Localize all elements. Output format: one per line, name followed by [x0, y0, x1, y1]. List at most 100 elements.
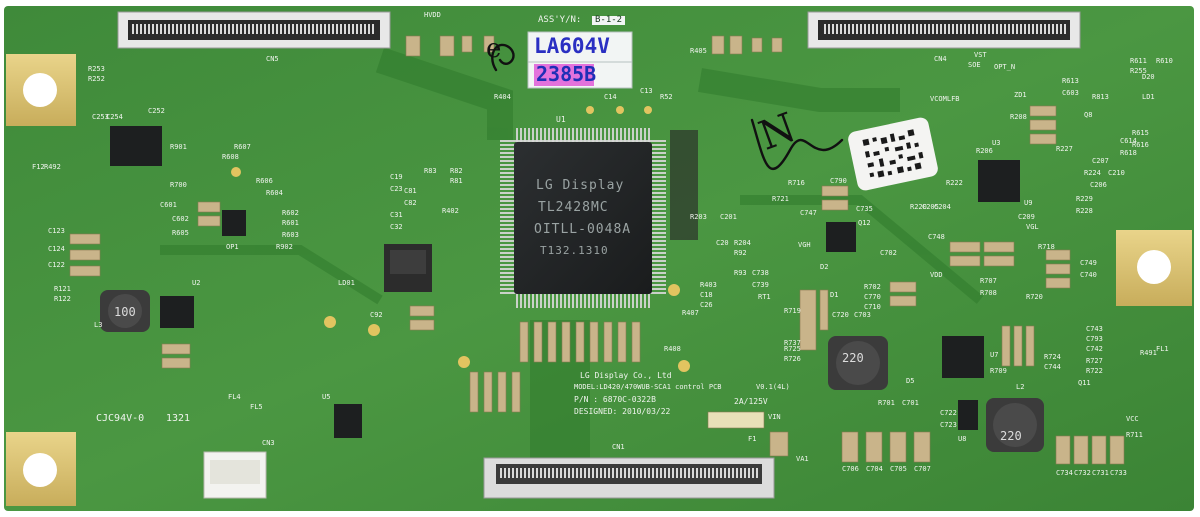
ic-q12 — [826, 222, 856, 252]
refdes-right: C723 — [940, 421, 957, 429]
main-ic-tl2428mc — [500, 128, 666, 308]
label-vst: VST — [974, 51, 987, 59]
refdes-center: C19 — [390, 173, 403, 181]
assy-value: B-1-2 — [592, 16, 626, 25]
refdes-center: R403 — [700, 281, 717, 289]
refdes-right: R722 — [1086, 367, 1103, 375]
refdes-left: R902 — [276, 243, 293, 251]
refdes-right: R711 — [1126, 431, 1143, 439]
assy-label: ASS'Y/N: — [538, 15, 582, 25]
refdes-center: R408 — [664, 345, 681, 353]
refdes-u9: U9 — [1024, 199, 1033, 207]
main-ic-line4: T132.1310 — [540, 244, 609, 257]
refdes-f1: F1 — [748, 435, 757, 443]
refdes-d2: D2 — [820, 263, 829, 271]
refdes-right: C206 — [1090, 181, 1107, 189]
label-cn1: CN1 — [612, 443, 625, 451]
refdes-right: C710 — [864, 303, 881, 311]
refdes-right: C701 — [902, 399, 919, 407]
refdes-left: C602 — [172, 215, 189, 223]
refdes-center: C20 — [716, 239, 729, 247]
refdes-left: R602 — [282, 209, 299, 217]
refdes-right: C790 — [830, 177, 847, 185]
refdes-u2: U2 — [192, 279, 201, 287]
refdes-center: C81 — [404, 187, 417, 195]
refdes-q12: Q12 — [858, 219, 871, 227]
refdes-center: R81 — [450, 177, 463, 185]
refdes-right: C704 — [866, 465, 883, 473]
connector-cn4-top — [807, 11, 1081, 49]
refdes-q8: Q8 — [1084, 111, 1093, 119]
refdes-left: C252 — [148, 107, 165, 115]
refdes-right: C747 — [800, 209, 817, 217]
refdes-center: C739 — [752, 281, 769, 289]
main-ic-line2: TL2428MC — [538, 200, 609, 215]
silk-model: MODEL:LD420/470WUB-SCA1 control PCB — [574, 383, 722, 391]
label-cn5: CN5 — [266, 55, 279, 63]
silk-fuse-rating: 2A/125V — [734, 397, 768, 406]
refdes-ld1: LD1 — [1142, 93, 1155, 101]
inductor-l1-value: 220 — [842, 351, 864, 365]
refdes-center: R404 — [494, 93, 511, 101]
ic-op1 — [222, 210, 246, 236]
ic-u8 — [958, 400, 978, 430]
refdes-fl1: FL1 — [1156, 345, 1169, 353]
refdes-left: R601 — [282, 219, 299, 227]
ic-ld01 — [384, 244, 432, 292]
label-hvdd: HVDD — [424, 11, 441, 19]
refdes-left: R901 — [170, 143, 187, 151]
ic-right-connector-group — [670, 130, 698, 240]
label-soe: SOE — [968, 61, 981, 69]
refdes-center: C14 — [604, 93, 617, 101]
silk-ul-mark: CJC94V-0 — [96, 413, 145, 424]
refdes-right: C722 — [940, 409, 957, 417]
refdes-center: R93 — [734, 269, 747, 277]
refdes-right: C207 — [1092, 157, 1109, 165]
refdes-right: R616 — [1132, 141, 1149, 149]
assy-sticker — [527, 31, 633, 89]
refdes-right: C707 — [914, 465, 931, 473]
refdes-right: VCC — [1126, 415, 1139, 423]
refdes-left: R607 — [234, 143, 251, 151]
refdes-right: C733 — [1110, 469, 1127, 477]
refdes-center: C13 — [640, 87, 653, 95]
refdes-right: R724 — [1044, 353, 1061, 361]
inductor-l2 — [986, 398, 1044, 452]
refdes-right: R220 — [910, 203, 927, 211]
mount-pad-right — [1116, 230, 1192, 306]
refdes-center: C23 — [390, 185, 403, 193]
refdes-center: C18 — [700, 291, 713, 299]
refdes-right: R227 — [1056, 145, 1073, 153]
refdes-fl4: FL4 — [228, 393, 241, 401]
refdes-right: R228 — [1076, 207, 1093, 215]
refdes-left: C254 — [106, 113, 123, 121]
refdes-right: VIN — [768, 413, 781, 421]
main-ic-line3: OITLL-0048A — [534, 222, 632, 237]
refdes-right: R707 — [980, 277, 997, 285]
refdes-right: R613 — [1062, 77, 1079, 85]
refdes-right: C749 — [1080, 259, 1097, 267]
refdes-right: C793 — [1086, 335, 1103, 343]
refdes-right: R208 — [1010, 113, 1027, 121]
refdes-u7: U7 — [990, 351, 999, 359]
refdes-right: R491 — [1140, 349, 1157, 357]
refdes-right: R721 — [772, 195, 789, 203]
refdes-center: C201 — [720, 213, 737, 221]
refdes-right: R610 — [1156, 57, 1173, 65]
ic-left-p — [110, 126, 162, 166]
refdes-right: R719 — [784, 307, 801, 315]
refdes-right: R737 — [784, 339, 801, 347]
refdes-left: R253 — [88, 65, 105, 73]
inductor-l1 — [828, 336, 888, 390]
refdes-l2: L2 — [1016, 383, 1025, 391]
refdes-right: C614 — [1120, 137, 1137, 145]
refdes-left: R604 — [266, 189, 283, 197]
refdes-left: R606 — [256, 177, 273, 185]
refdes-right: R716 — [788, 179, 805, 187]
label-cn3: CN3 — [262, 439, 275, 447]
refdes-right: R615 — [1132, 129, 1149, 137]
silk-pn: P/N : 6870C-0322B — [574, 395, 656, 404]
silk-version: V0.1(4L) — [756, 383, 790, 391]
refdes-left: R700 — [170, 181, 187, 189]
inductor-l3-value: 100 — [114, 305, 136, 319]
